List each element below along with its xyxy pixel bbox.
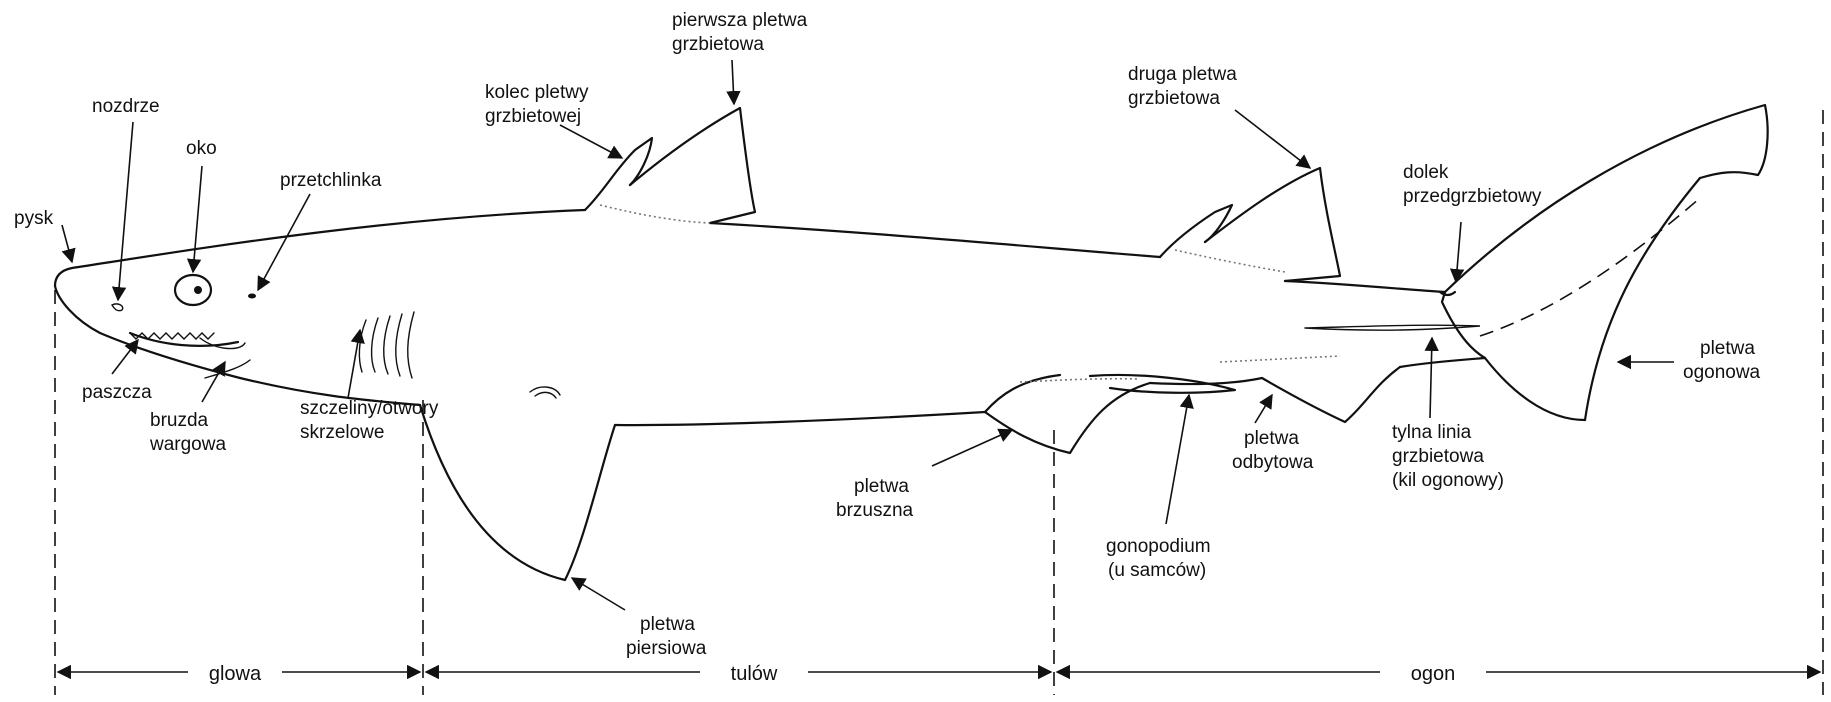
label-ogonowa-line2: ogonowa bbox=[1683, 362, 1761, 383]
label-szczeliny: szczeliny/otwory skrzelowe bbox=[300, 398, 444, 443]
segment-tulow: tulów bbox=[731, 663, 778, 685]
label-gonopodium-line2: (u samców) bbox=[1108, 560, 1206, 581]
label-oko-line1: oko bbox=[186, 138, 217, 159]
label-dolek-line2: przedgrzbietowy bbox=[1403, 186, 1542, 207]
label-paszcza: paszcza bbox=[82, 382, 152, 403]
label-brzuszna: pletwa brzuszna bbox=[836, 476, 914, 521]
label-odbytowa: pletwa odbytowa bbox=[1232, 428, 1314, 473]
label-ogonowa-line1: pletwa bbox=[1700, 338, 1755, 359]
label-brzuszna-line1: pletwa bbox=[854, 476, 909, 497]
label-paszcza-line1: paszcza bbox=[82, 382, 152, 403]
label-tylna: tylna linia grzbietowa (kil ogonowy) bbox=[1392, 422, 1504, 491]
label-dolek-line1: dolek bbox=[1403, 162, 1449, 183]
label-bruzda: bruzda wargowa bbox=[149, 410, 226, 455]
label-bruzda-line1: bruzda bbox=[150, 410, 209, 431]
label-przetchlinka: przetchlinka bbox=[280, 170, 382, 191]
label-nozdrze-line1: nozdrze bbox=[92, 96, 160, 117]
label-pierwsza: pierwsza pletwa grzbietowa bbox=[672, 10, 812, 55]
label-szczeliny-line2: skrzelowe bbox=[300, 422, 384, 443]
label-pierwsza-line1: pierwsza pletwa bbox=[672, 10, 808, 31]
label-szczeliny-line1: szczeliny/otwory bbox=[300, 398, 439, 419]
label-druga: druga pletwa grzbietowa bbox=[1128, 64, 1242, 109]
label-piersiowa-line2: piersiowa bbox=[626, 638, 707, 659]
label-ogonowa: pletwa ogonowa bbox=[1683, 338, 1761, 383]
label-kolec-line1: kolec pletwy bbox=[485, 82, 589, 103]
label-piersiowa: pletwa piersiowa bbox=[626, 614, 707, 659]
label-pysk-line1: pysk bbox=[14, 208, 54, 229]
label-druga-line2: grzbietowa bbox=[1128, 88, 1220, 109]
label-kolec-line2: grzbietowej bbox=[485, 106, 581, 127]
label-oko: oko bbox=[186, 138, 217, 159]
label-bruzda-line2: wargowa bbox=[149, 434, 226, 455]
segment-glowa: glowa bbox=[209, 663, 262, 685]
label-pysk: pysk bbox=[14, 208, 54, 229]
label-odbytowa-line1: pletwa bbox=[1244, 428, 1299, 449]
label-arrows bbox=[62, 60, 1674, 610]
label-dolek: dolek przedgrzbietowy bbox=[1403, 162, 1542, 207]
label-piersiowa-line1: pletwa bbox=[640, 614, 695, 635]
label-brzuszna-line2: brzuszna bbox=[836, 500, 914, 521]
segment-ogon: ogon bbox=[1411, 663, 1456, 685]
label-tylna-line1: tylna linia bbox=[1392, 422, 1472, 443]
label-gonopodium: gonopodium (u samców) bbox=[1106, 536, 1216, 581]
label-nozdrze: nozdrze bbox=[92, 96, 160, 117]
label-tylna-line2: grzbietowa bbox=[1392, 446, 1484, 467]
label-odbytowa-line2: odbytowa bbox=[1232, 452, 1314, 473]
label-druga-line1: druga pletwa bbox=[1128, 64, 1237, 85]
label-kolec: kolec pletwy grzbietowej bbox=[485, 82, 594, 127]
label-przetchlinka-line1: przetchlinka bbox=[280, 170, 382, 191]
label-pierwsza-line2: grzbietowa bbox=[672, 34, 764, 55]
label-gonopodium-line1: gonopodium bbox=[1106, 536, 1211, 557]
part-labels: pysk nozdrze oko przetchlinka kolec plet… bbox=[14, 10, 1761, 659]
label-tylna-line3: (kil ogonowy) bbox=[1392, 470, 1504, 491]
